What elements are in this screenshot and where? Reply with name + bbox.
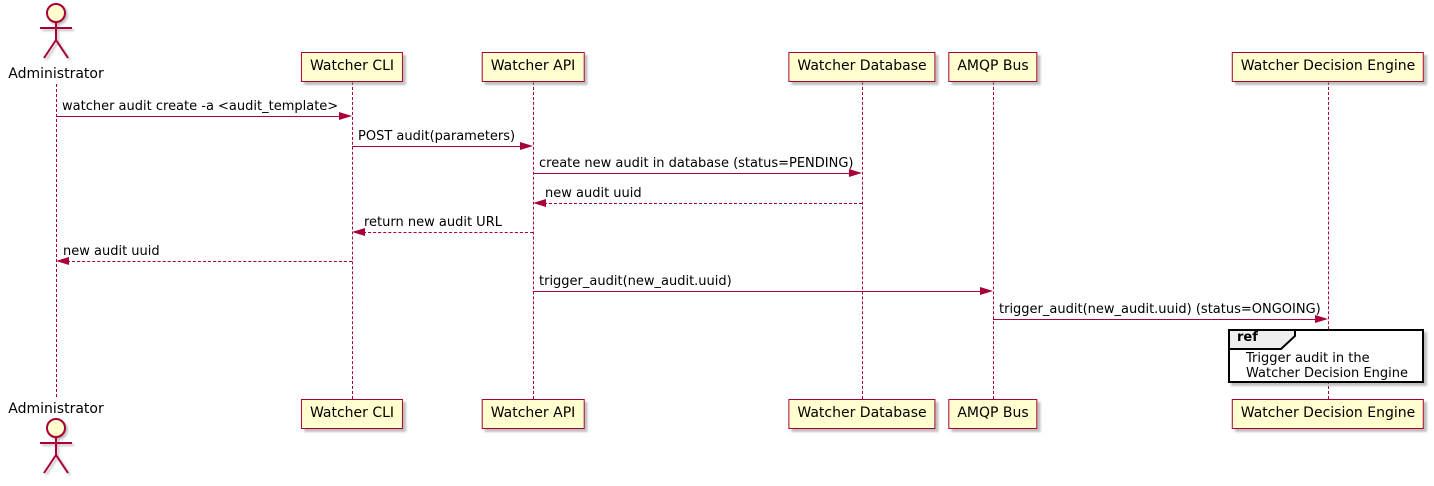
- message-arrowhead-2: [849, 169, 862, 177]
- message-label-2: create new audit in database (status=PEN…: [539, 156, 854, 171]
- actor-figure-administrator-bottom: [35, 417, 77, 481]
- message-line-6: [533, 291, 982, 292]
- ref-tag: ref: [1228, 329, 1298, 355]
- message-arrowhead-6: [980, 287, 993, 295]
- ref-text-line-1: Trigger audit in the: [1246, 351, 1370, 366]
- participant-amqp-bus-top: AMQP Bus: [948, 52, 1038, 82]
- participant-watcher-database-top: Watcher Database: [788, 52, 936, 82]
- message-line-7: [993, 319, 1317, 320]
- message-line-5: [67, 261, 352, 262]
- message-arrowhead-1: [520, 142, 533, 150]
- message-label-5: new audit uuid: [63, 244, 160, 259]
- message-line-4: [363, 232, 533, 233]
- participant-watcher-cli-bottom: Watcher CLI: [300, 399, 404, 429]
- lifeline-administrator: [55, 84, 57, 397]
- message-arrowhead-4: [352, 228, 365, 236]
- message-line-1: [352, 146, 522, 147]
- lifeline-watcher-cli: [351, 82, 353, 399]
- message-arrowhead-7: [1315, 315, 1328, 323]
- message-label-3: new audit uuid: [545, 186, 642, 201]
- message-arrowhead-0: [339, 112, 352, 120]
- message-arrowhead-5: [56, 257, 69, 265]
- actor-label-administrator-bottom: Administrator: [8, 401, 104, 417]
- lifeline-watcher-decision-engine: [1327, 82, 1329, 399]
- message-label-6: trigger_audit(new_audit.uuid): [539, 274, 732, 289]
- message-label-7: trigger_audit(new_audit.uuid) (status=ON…: [999, 302, 1321, 317]
- message-arrowhead-3: [533, 199, 546, 207]
- participant-watcher-decision-engine-top: Watcher Decision Engine: [1231, 52, 1425, 82]
- lifeline-watcher-database: [861, 82, 863, 399]
- message-line-2: [533, 173, 851, 174]
- participant-watcher-decision-engine-bottom: Watcher Decision Engine: [1231, 399, 1425, 429]
- message-label-0: watcher audit create -a <audit_template>: [62, 99, 339, 114]
- actor-figure-administrator-top: [35, 2, 77, 66]
- participant-watcher-cli-top: Watcher CLI: [300, 52, 404, 82]
- ref-tag-label: ref: [1237, 330, 1258, 345]
- participant-watcher-api-bottom: Watcher API: [481, 399, 585, 429]
- message-line-3: [544, 203, 862, 204]
- message-line-0: [56, 116, 341, 117]
- participant-watcher-database-bottom: Watcher Database: [788, 399, 936, 429]
- message-label-1: POST audit(parameters): [358, 129, 516, 144]
- lifeline-amqp-bus: [992, 82, 994, 399]
- participant-watcher-api-top: Watcher API: [481, 52, 585, 82]
- ref-text-line-2: Watcher Decision Engine: [1246, 366, 1408, 381]
- actor-label-administrator-top: Administrator: [8, 66, 104, 82]
- lifeline-watcher-api: [532, 82, 534, 399]
- message-label-4: return new audit URL: [364, 215, 502, 230]
- participant-amqp-bus-bottom: AMQP Bus: [948, 399, 1038, 429]
